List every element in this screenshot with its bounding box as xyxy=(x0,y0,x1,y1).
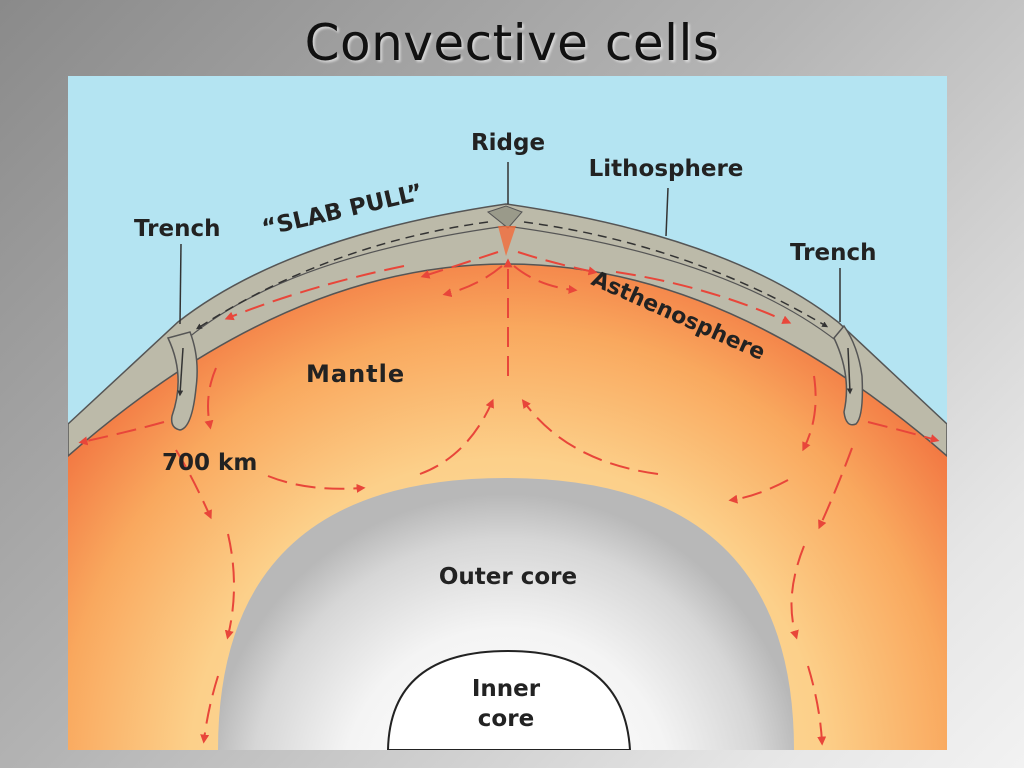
ridge-crest xyxy=(486,205,523,229)
ridge-upwelling xyxy=(498,226,516,256)
slab-right xyxy=(833,324,864,426)
flow-ridge-left-1 xyxy=(420,251,499,279)
plate-motion-arrows xyxy=(195,221,829,330)
flow-upper-left-return xyxy=(419,398,494,475)
label-inner-core-line2: core xyxy=(478,706,534,732)
convection-flow-arrows xyxy=(78,251,940,746)
lithosphere-plate xyxy=(68,203,947,457)
label-outer-core: Outer core xyxy=(439,564,577,590)
label-lithosphere: Lithosphere xyxy=(589,156,744,182)
flow-lower-left-top xyxy=(78,421,165,446)
flow-ridge-right-2 xyxy=(513,265,578,294)
label-ridge: Ridge xyxy=(471,130,545,156)
leader-trench-left xyxy=(179,243,182,325)
flow-lower-right-down-3 xyxy=(807,665,827,746)
outer-core xyxy=(218,478,794,750)
leader-lines xyxy=(179,162,841,325)
flow-upper-right-top xyxy=(615,271,792,324)
flow-ridge-right-1 xyxy=(517,251,598,276)
flow-upper-left-bottom xyxy=(267,475,366,493)
inner-core xyxy=(386,649,632,750)
flow-upper-right-bottom xyxy=(728,479,789,504)
flow-lower-right-down-2 xyxy=(790,545,805,640)
slab-arrow-right xyxy=(846,347,853,395)
label-trench-right: Trench xyxy=(790,240,877,266)
label-inner-core-line1: Inner xyxy=(472,676,541,702)
slab-arrows xyxy=(177,347,853,397)
convection-diagram: Ridge Lithosphere “SLAB PULL” Trench Tre… xyxy=(68,76,947,750)
flow-lower-left-down-3 xyxy=(200,675,219,744)
flow-upper-left-side xyxy=(204,367,217,430)
earth-cross-section: Ridge Lithosphere “SLAB PULL” Trench Tre… xyxy=(68,76,947,750)
flow-lower-left-down-2 xyxy=(224,533,235,640)
flow-upper-right-side xyxy=(802,375,817,452)
slab-left xyxy=(166,331,198,431)
plate-arrow-left xyxy=(195,221,489,330)
flow-upper-left-top xyxy=(224,265,405,321)
slide-title: Convective cells xyxy=(304,14,720,72)
label-trench-left: Trench xyxy=(134,216,221,242)
flow-ridge-left-2 xyxy=(442,265,503,298)
flow-lower-left-down-1 xyxy=(175,449,212,520)
leader-lithosphere xyxy=(665,187,669,237)
label-mantle: Mantle xyxy=(306,360,405,388)
flow-lower-right-down-1 xyxy=(818,447,853,530)
flow-lower-right-top xyxy=(867,421,940,443)
label-depth: 700 km xyxy=(162,450,257,476)
slab-arrow-left xyxy=(177,347,184,397)
